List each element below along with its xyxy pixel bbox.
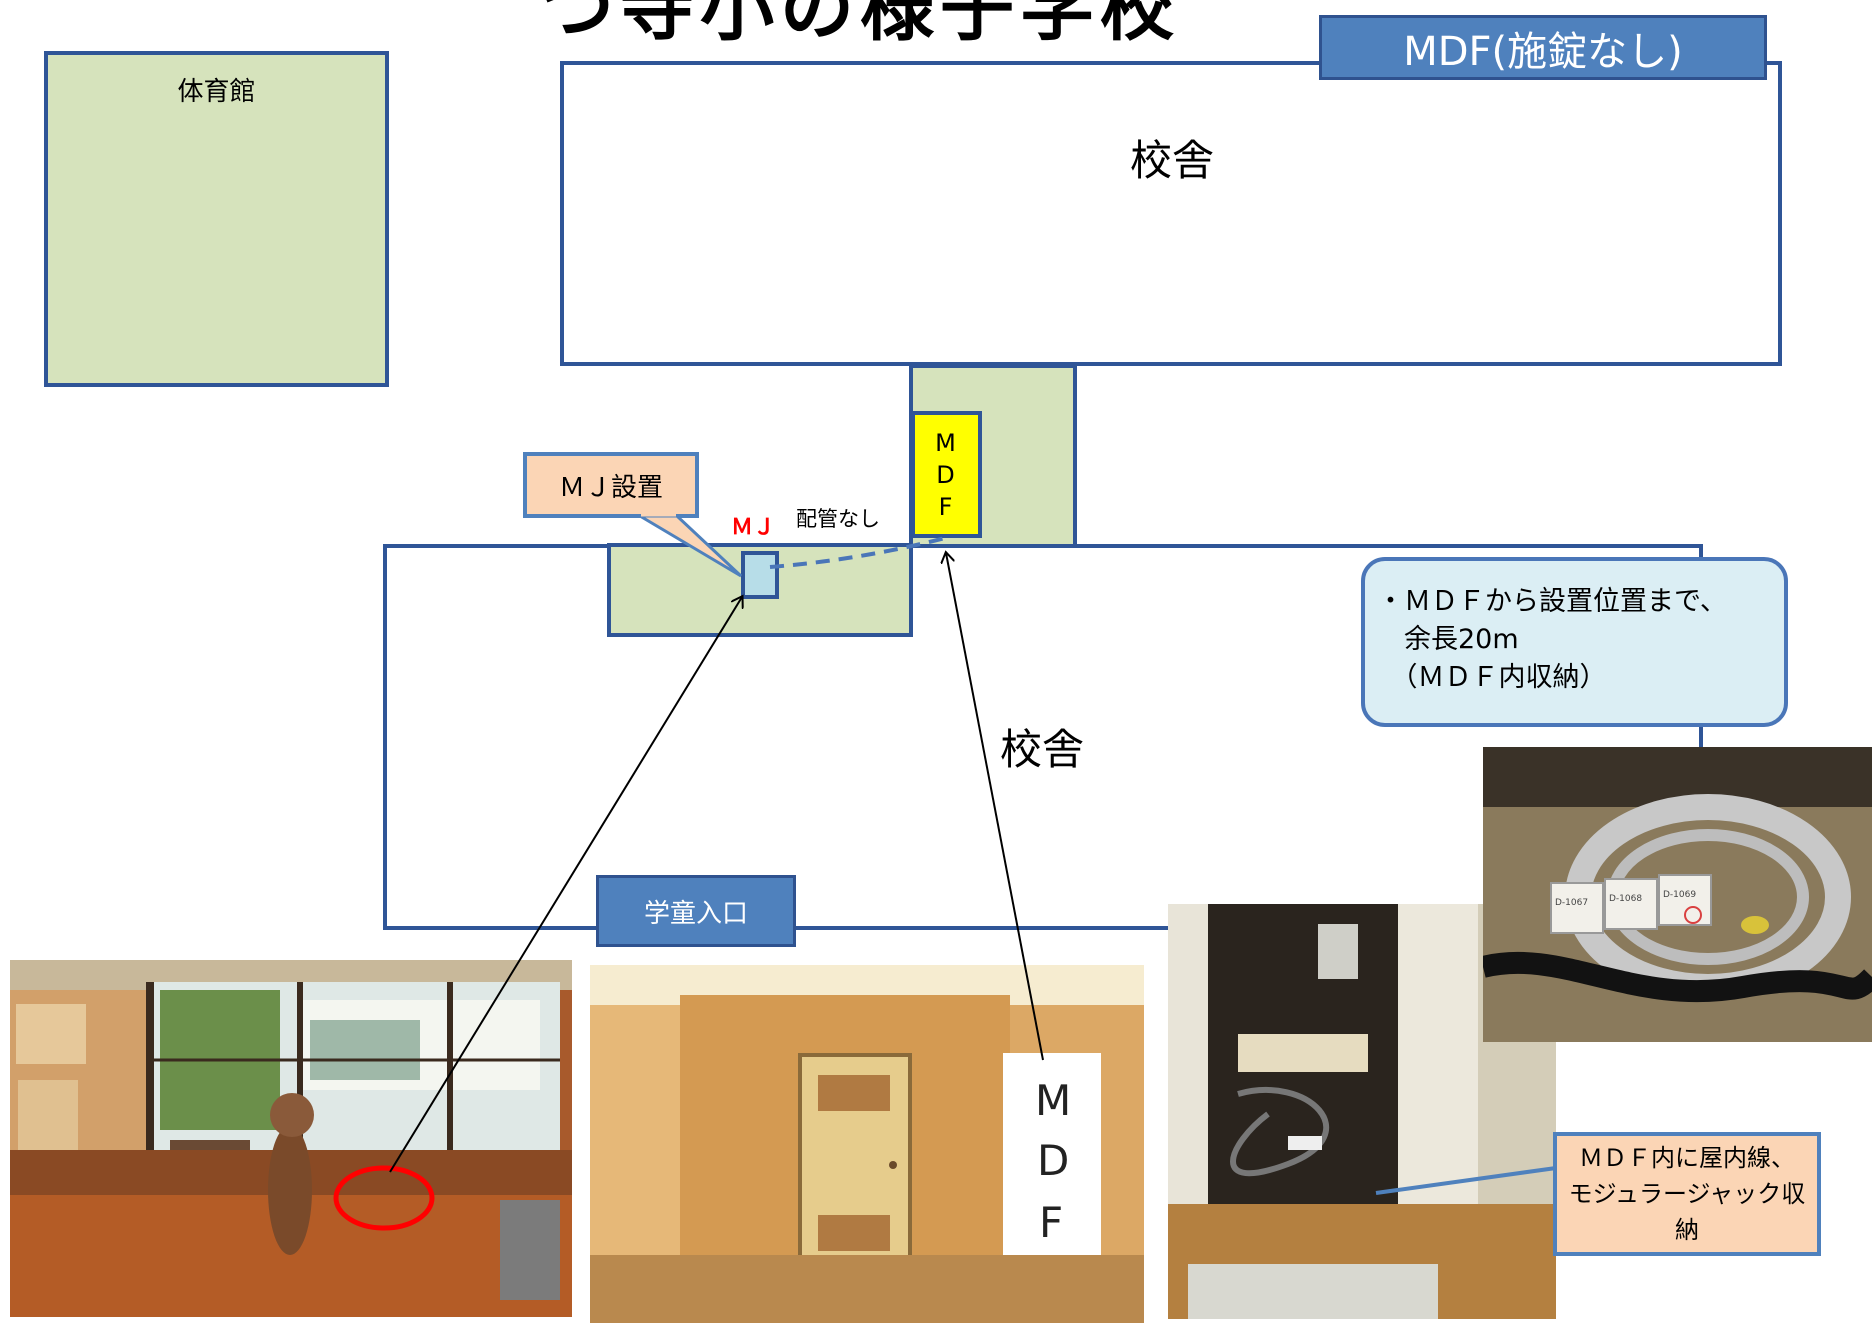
jack-label-3: D-1069 xyxy=(1663,890,1696,900)
mj-location-box xyxy=(741,551,779,599)
no-conduit-label: 配管なし xyxy=(796,507,880,531)
mdf-letter-d: D xyxy=(936,460,957,489)
building-bottom-label: 校舎 xyxy=(1000,725,1085,774)
info-line-1: ・ＭＤＦから設置位置まで、 xyxy=(1377,586,1727,617)
photo-mdf-sign-m: M xyxy=(1035,1076,1071,1125)
mdf-tag: MDF(施錠なし) xyxy=(1319,15,1767,80)
mdf-room: M D F xyxy=(911,411,982,538)
info-line-3: （ＭＤＦ内収納） xyxy=(1377,662,1607,693)
mj-marker-label: ＭＪ xyxy=(731,515,776,540)
gym-label: 体育館 xyxy=(177,77,256,107)
photo-mdf-door: M D F xyxy=(590,965,1144,1323)
jack-label-1: D-1067 xyxy=(1555,898,1588,908)
mj-install-callout: ＭＪ設置 xyxy=(523,452,699,518)
page-title: つ寺小の様子学校 xyxy=(540,0,1180,51)
info-box: ・ＭＤＦから設置位置まで、 余長20m （ＭＤＦ内収納） xyxy=(1361,557,1788,727)
jack-label-2: D-1068 xyxy=(1609,894,1642,904)
mdf-storage-line-1: ＭＤＦ内に屋内線、 xyxy=(1579,1144,1795,1172)
photo-coiled-cable: D-1067 D-1068 D-1069 xyxy=(1483,747,1872,1042)
gym-building: 体育館 xyxy=(44,51,389,387)
photo-mdf-sign-f: F xyxy=(1039,1198,1063,1247)
mdf-letter-m: M xyxy=(935,428,958,457)
mdf-storage-line-2: モジュラージャック収納 xyxy=(1568,1180,1806,1244)
photo-mdf-sign-d: D xyxy=(1037,1136,1069,1185)
mdf-storage-callout: ＭＤＦ内に屋内線、 モジュラージャック収納 xyxy=(1553,1132,1821,1256)
info-line-2: 余長20m xyxy=(1377,624,1519,655)
building-top: 校舎 xyxy=(560,61,1782,366)
mdf-letter-f: F xyxy=(938,492,955,521)
student-entrance-tag: 学童入口 xyxy=(596,875,796,947)
photo-lobby xyxy=(10,960,572,1317)
building-top-label: 校舎 xyxy=(1130,136,1215,185)
